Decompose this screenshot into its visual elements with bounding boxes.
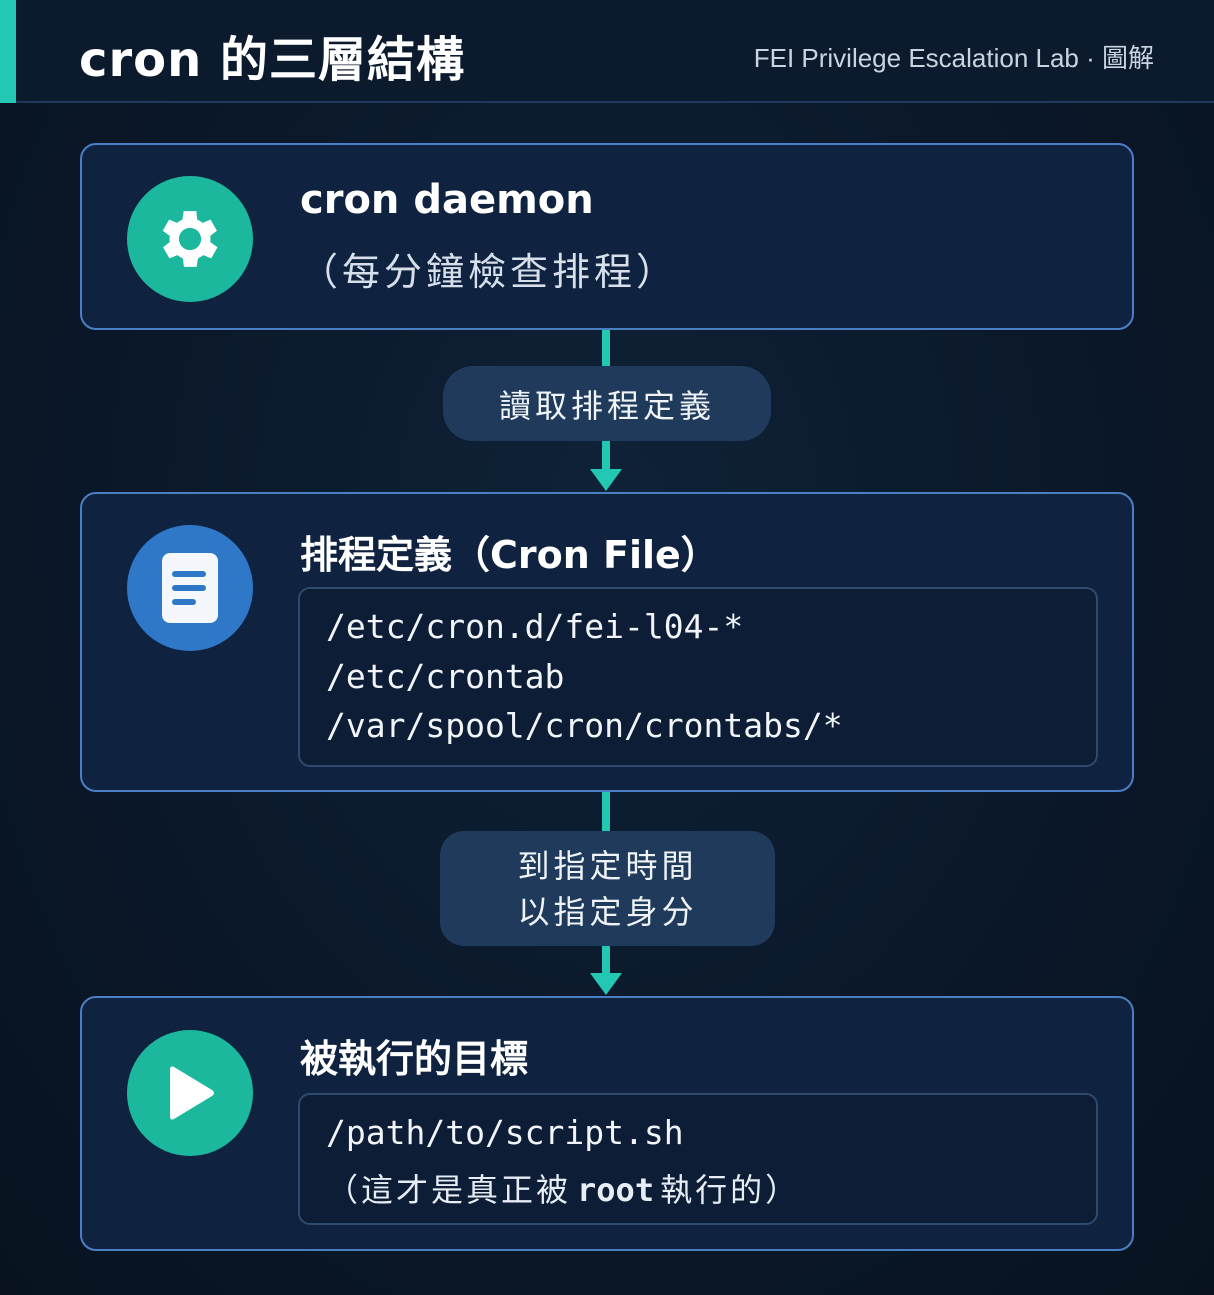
- gear-icon: [127, 176, 253, 302]
- cron-file-path: /var/spool/cron/crontabs/*: [326, 706, 843, 745]
- target-title: 被執行的目標: [300, 1037, 529, 1081]
- header-accent-bar: [0, 0, 16, 103]
- cron-file-paths-box: /etc/cron.d/fei-l04-* /etc/crontab /var/…: [298, 587, 1098, 767]
- cron-file-title: 排程定義（Cron File）: [300, 533, 719, 577]
- cron-file-path: /etc/cron.d/fei-l04-*: [326, 607, 744, 646]
- header: cron 的三層結構 FEI Privilege Escalation Lab …: [0, 0, 1214, 103]
- page-subtitle: FEI Privilege Escalation Lab · 圖解: [753, 43, 1154, 73]
- play-icon: [127, 1030, 253, 1156]
- connector-line: [602, 946, 610, 974]
- target-note-suffix: 執行的）: [660, 1171, 801, 1209]
- connector-line: [602, 330, 610, 366]
- arrow-down-icon: [590, 469, 622, 491]
- connector-label-line: 以指定身分: [517, 892, 698, 931]
- document-icon: [127, 525, 253, 651]
- daemon-title: cron daemon: [300, 177, 594, 223]
- layer-card-daemon: cron daemon （每分鐘檢查排程）: [80, 143, 1134, 330]
- connector-label-schedule: 到指定時間 以指定身分: [440, 831, 775, 946]
- layer-card-cron-file: 排程定義（Cron File） /etc/cron.d/fei-l04-* /e…: [80, 492, 1134, 792]
- target-path: /path/to/script.sh: [326, 1113, 684, 1152]
- target-note-prefix: （這才是真正被: [326, 1171, 572, 1209]
- connector-label-line: 到指定時間: [517, 846, 698, 885]
- cron-file-path: /etc/crontab: [326, 657, 565, 696]
- page-title: cron 的三層結構: [79, 32, 465, 88]
- connector-line: [602, 441, 610, 471]
- connector-line: [602, 792, 610, 831]
- daemon-subtitle: （每分鐘檢查排程）: [300, 250, 679, 294]
- connector-label-read: 讀取排程定義: [443, 366, 771, 441]
- target-note-code: root: [577, 1171, 655, 1209]
- arrow-down-icon: [590, 973, 622, 995]
